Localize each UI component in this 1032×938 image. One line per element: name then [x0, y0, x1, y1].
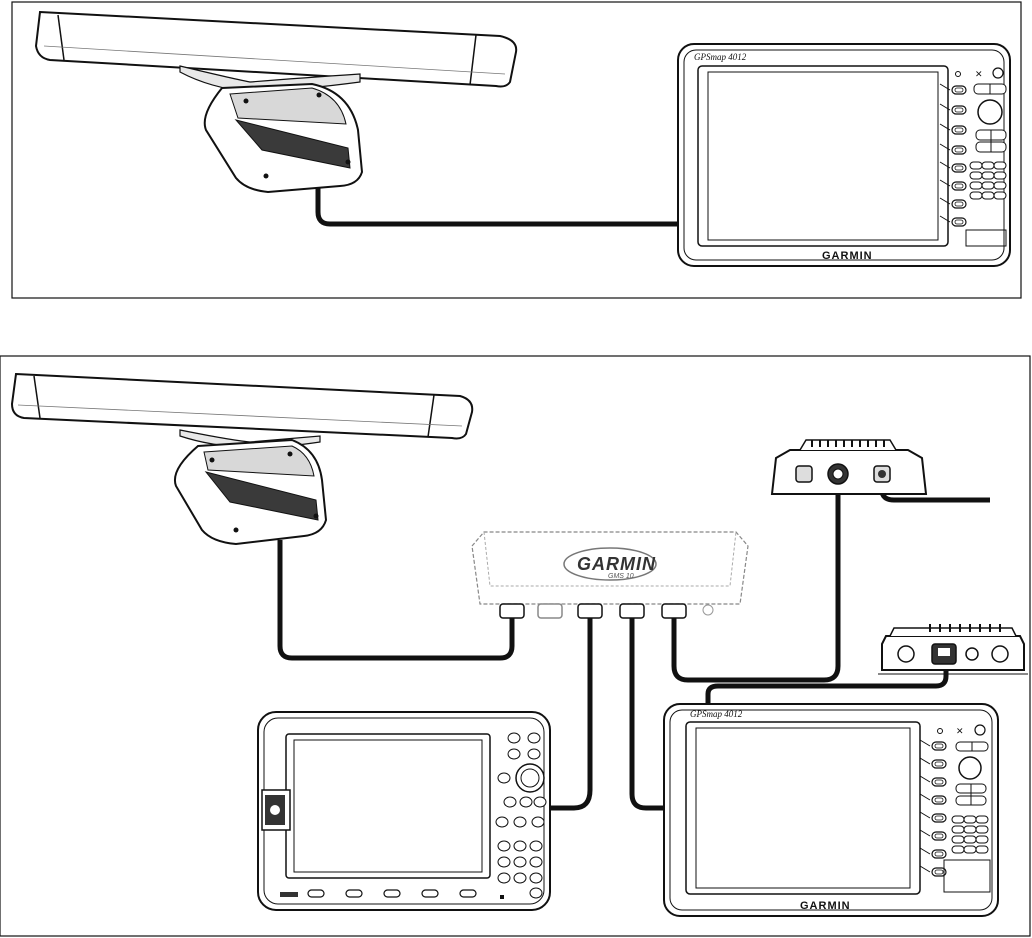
hub-brand-label: GARMIN — [577, 554, 656, 574]
bottom-display-model-label: GPSmap 4012 — [690, 709, 743, 719]
top-display-brand-label: GARMIN — [822, 250, 873, 262]
hub-ports — [500, 604, 686, 618]
top-display-unit: GPSmap 4012 GARMIN ✕ — [678, 44, 1010, 266]
hub-model-label: GMS 10 — [608, 573, 634, 580]
left-rocker-knob-icon — [516, 764, 544, 792]
bottom-right-display-unit: GPSmap 4012 GARMIN ✕ — [664, 704, 998, 916]
top-radar-cable — [318, 188, 678, 224]
left-display-unit — [258, 712, 550, 910]
network-hub: GARMIN GMS 10 — [472, 532, 748, 618]
top-radar-array — [36, 12, 516, 192]
bottom-sensor-module — [772, 440, 926, 494]
top-power-button-icon — [993, 68, 1003, 78]
bottom-aux-module — [878, 624, 1028, 674]
bottom-display-brand-label: GARMIN — [800, 900, 851, 912]
bottom-close-icon: ✕ — [956, 726, 964, 736]
bottom-rocker-knob-icon — [959, 757, 981, 779]
top-display-model-label: GPSmap 4012 — [694, 52, 747, 62]
top-close-icon: ✕ — [975, 69, 983, 79]
bottom-radar-array — [12, 374, 472, 544]
top-rocker-knob-icon — [978, 100, 1002, 124]
bottom-power-button-icon — [975, 725, 985, 735]
